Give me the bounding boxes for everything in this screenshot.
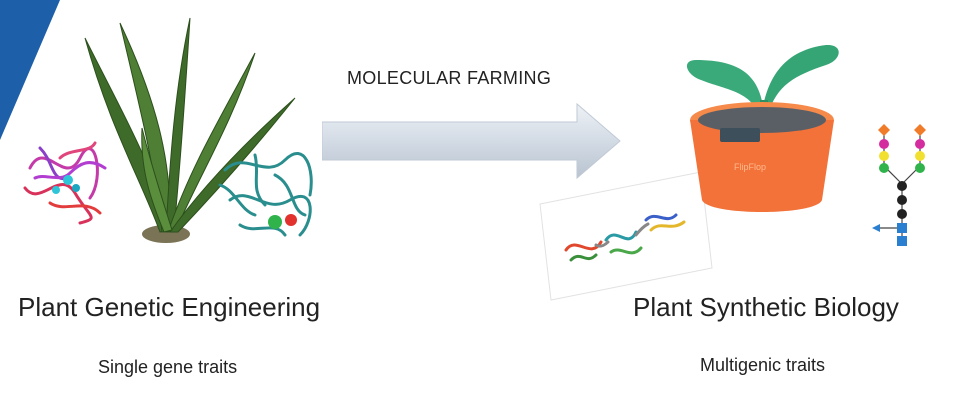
protein-chain-icon bbox=[539, 171, 713, 301]
left-subtitle: Single gene traits bbox=[98, 357, 238, 377]
right-subtitle: Multigenic traits bbox=[700, 355, 826, 375]
right-title: Plant Synthetic Biology bbox=[633, 292, 899, 322]
smart-pot-icon: FlipFlop bbox=[686, 44, 839, 212]
protein-structure-magenta-icon bbox=[23, 141, 107, 225]
molecular-farming-arrow bbox=[322, 102, 621, 180]
left-title: Plant Genetic Engineering bbox=[18, 292, 321, 322]
protein-structure-teal-icon bbox=[218, 152, 313, 237]
corner-accent bbox=[0, 0, 60, 140]
pot-label: FlipFlop bbox=[734, 162, 766, 172]
glycan-structure-icon bbox=[858, 120, 946, 266]
arrow-label: MOLECULAR FARMING bbox=[347, 68, 552, 88]
grass-plant-icon bbox=[84, 17, 296, 243]
